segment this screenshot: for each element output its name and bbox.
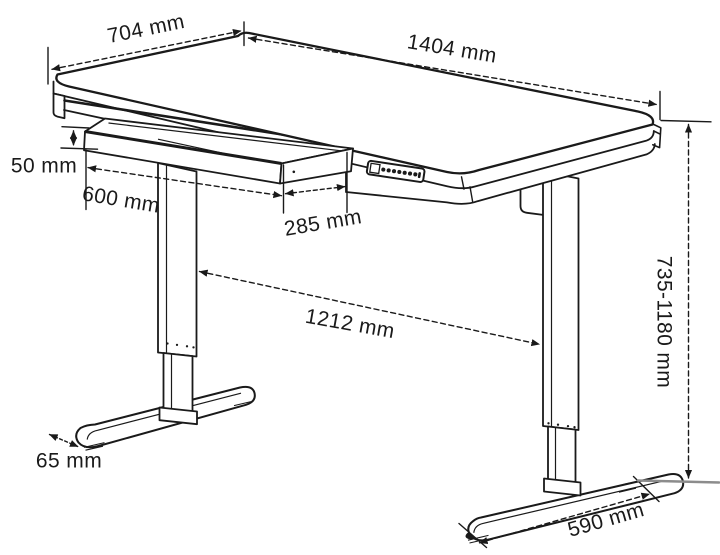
dim-line-foot-height <box>48 433 79 448</box>
dim-line-drawer-depth <box>284 183 346 197</box>
control-panel <box>365 159 426 183</box>
left-leg-lower-column <box>162 352 194 416</box>
left-leg-upper-column <box>157 162 198 358</box>
right-leg-foot-mount <box>543 477 582 497</box>
dim-line-drawer-width <box>87 165 283 199</box>
right-leg-upper-column <box>542 170 580 431</box>
dim-label-height-range: 735-1180 mm <box>652 255 676 389</box>
right-leg-screws <box>547 422 576 429</box>
left-leg <box>157 162 198 426</box>
dim-line-top-width <box>247 35 658 107</box>
desk-right-end-cap <box>652 123 662 149</box>
left-leg-screws <box>166 342 195 349</box>
desk-left-corner <box>52 92 66 120</box>
dim-line-top-depth <box>51 28 242 72</box>
ext-drawer-height <box>60 126 99 150</box>
ext-height-top <box>660 119 712 123</box>
right-leg-lower-column <box>547 425 577 486</box>
dim-line-foot-length <box>478 492 651 545</box>
ext-drawer-width-depth <box>85 149 348 214</box>
control-panel-display <box>369 162 381 175</box>
left-leg-foot-mount <box>158 406 198 426</box>
floor-line <box>636 479 720 484</box>
right-leg <box>519 170 582 497</box>
dim-label-drawer-height: 50 mm <box>10 154 78 178</box>
control-panel-buttons <box>381 167 421 179</box>
dimension-lines <box>47 21 720 549</box>
dim-line-leg-span <box>198 269 541 347</box>
tabletop-edge-band <box>52 80 655 190</box>
dim-label-foot-height: 65 mm <box>35 449 103 473</box>
